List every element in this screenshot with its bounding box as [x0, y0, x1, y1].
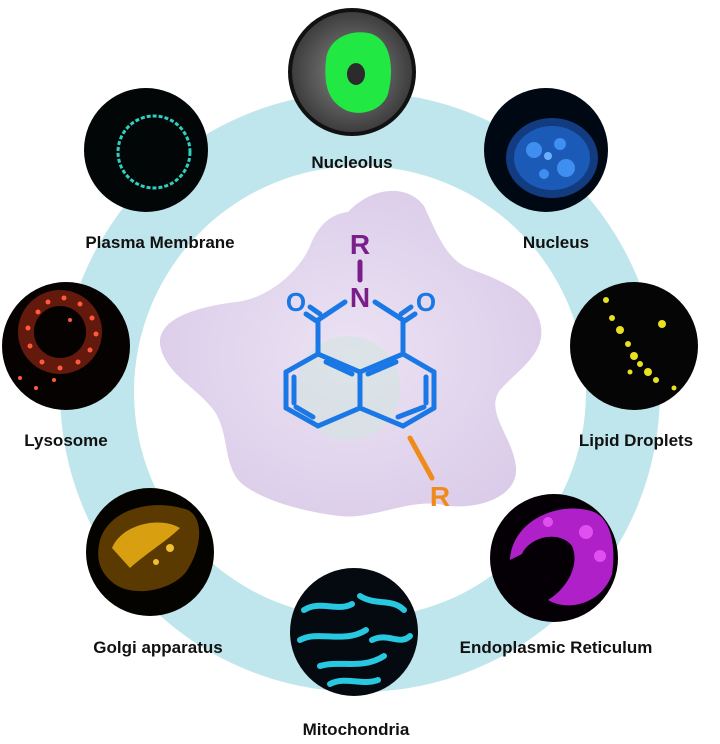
er-micrograph-icon: [490, 494, 618, 622]
lysosome-micrograph-icon: [2, 282, 130, 410]
nucleolus-micrograph-icon: [288, 8, 416, 136]
plasma-membrane-micrograph-icon: [84, 88, 208, 212]
nitrogen-label: N: [350, 282, 370, 313]
nucleus-micrograph-icon: [484, 88, 608, 212]
carbonyl-left-label: O: [286, 287, 306, 317]
golgi-micrograph-icon: [86, 488, 214, 616]
ring-substituent-label: R: [430, 481, 450, 512]
label-lysosome: Lysosome: [24, 431, 107, 450]
carbonyl-right-label: O: [416, 287, 436, 317]
lipid-droplets-micrograph-icon: [570, 282, 698, 410]
label-nucleus: Nucleus: [523, 233, 589, 252]
label-golgi-apparatus: Golgi apparatus: [93, 638, 222, 657]
label-endoplasmic-reticulum: Endoplasmic Reticulum: [460, 638, 653, 657]
mitochondria-micrograph-icon: [290, 568, 418, 696]
n-substituent-label: R: [350, 229, 370, 260]
label-plasma-membrane: Plasma Membrane: [85, 233, 234, 252]
label-nucleolus: Nucleolus: [311, 153, 392, 172]
label-lipid-droplets: Lipid Droplets: [579, 431, 693, 450]
naphthalimide-structure: [283, 259, 437, 481]
label-mitochondria: Mitochondria: [303, 720, 410, 739]
